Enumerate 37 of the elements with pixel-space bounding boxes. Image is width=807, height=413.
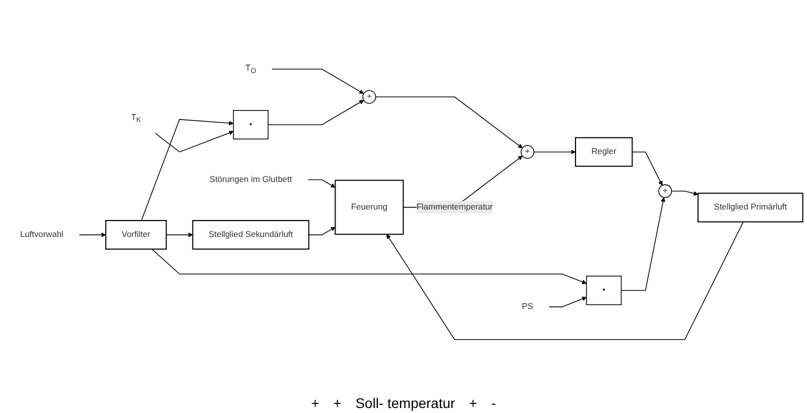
node-text: Luftvorwahl <box>20 230 64 239</box>
edge-label: Flammentemperatur <box>416 202 493 212</box>
arrow <box>78 232 106 237</box>
arrow <box>307 178 336 188</box>
node-text: T$_{O}$ <box>245 63 256 74</box>
arrow <box>152 248 587 284</box>
arrow <box>166 232 193 237</box>
node-text: PS <box>522 302 534 311</box>
node-circle: + <box>362 90 376 104</box>
note-label: Soll- temperatur <box>355 395 456 411</box>
node-text: T$_{K}$ <box>131 112 141 124</box>
node-box: Vorfilter <box>105 220 167 250</box>
arrow <box>620 196 666 290</box>
node-box: Feuerung <box>334 179 404 234</box>
arrow <box>268 100 364 125</box>
node-box: • <box>232 110 269 139</box>
arrow <box>154 130 234 152</box>
arrow <box>632 151 662 186</box>
arrow <box>534 149 576 154</box>
node-box: Stellglied Sekundärluft <box>192 220 310 250</box>
arrow <box>141 118 234 220</box>
arrow <box>386 221 744 340</box>
node-box: Regler <box>574 136 633 166</box>
arrow <box>308 226 336 235</box>
note-label: - <box>491 395 496 411</box>
node-text: Störungen im Glutbett <box>210 174 292 184</box>
arrow <box>548 296 587 307</box>
node-circle: + <box>658 184 672 198</box>
note-label: + <box>333 395 342 411</box>
node-circle: + <box>520 144 534 158</box>
node-box: Stellglied Primärluft <box>698 192 804 222</box>
arrow <box>375 96 523 148</box>
note-label: + <box>311 395 320 411</box>
arrow <box>671 190 698 196</box>
arrow <box>272 68 364 94</box>
note-label: + <box>469 395 478 411</box>
node-box: • <box>586 275 622 305</box>
